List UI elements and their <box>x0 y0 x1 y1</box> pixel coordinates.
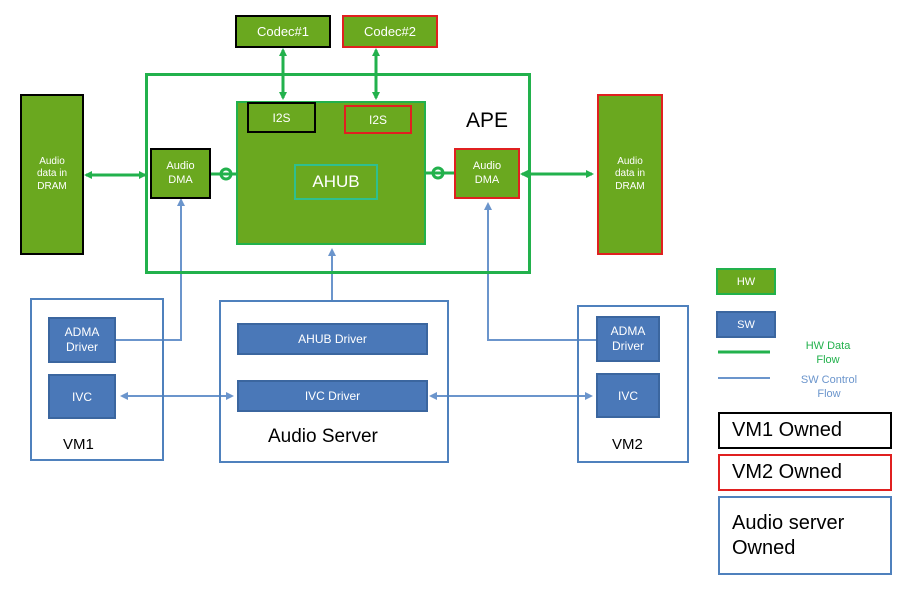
i2s-right-box: I2S <box>344 105 412 134</box>
legend-server-owned: Audio server Owned <box>718 496 892 575</box>
dram-right: Audio data in DRAM <box>597 94 663 255</box>
i2s-left-box: I2S <box>247 102 316 133</box>
legend-sw-swatch: SW <box>716 311 776 338</box>
legend-vm1-owned: VM1 Owned <box>718 412 892 449</box>
audio-dma-right: Audio DMA <box>454 148 520 199</box>
ape-frame <box>145 73 531 274</box>
codec2-box: Codec#2 <box>342 15 438 48</box>
vm1-adma-control-flow <box>116 198 185 341</box>
vm2-adma-driver: ADMA Driver <box>596 316 660 362</box>
legend-hw-flow-label: HW Data Flow <box>805 340 851 366</box>
vm2-frame <box>577 305 689 463</box>
legend-hw-swatch: HW <box>716 268 776 295</box>
ahub-driver: AHUB Driver <box>237 323 428 355</box>
ape-label: APE <box>466 109 509 132</box>
vm2-ivc: IVC <box>596 373 660 418</box>
codec1-box: Codec#1 <box>235 15 331 48</box>
legend-vm2-owned: VM2 Owned <box>718 454 892 491</box>
vm1-label: VM1 <box>63 436 94 453</box>
ahub-label-box: AHUB <box>294 164 378 200</box>
dram-left: Audio data in DRAM <box>20 94 84 255</box>
vm2-adma-control-flow <box>484 202 596 341</box>
vm1-ivc: IVC <box>48 374 116 419</box>
legend-sw-flow-label: SW Control Flow <box>800 374 858 400</box>
dma-left-ahub-joint <box>219 167 233 181</box>
audio-server-label: Audio Server <box>268 426 378 447</box>
ivc-driver: IVC Driver <box>237 380 428 412</box>
audio-dma-left: Audio DMA <box>150 148 211 199</box>
ahub-dma-right-joint <box>431 166 445 180</box>
audio-server-frame <box>219 300 449 463</box>
vm1-adma-driver: ADMA Driver <box>48 317 116 363</box>
vm2-label: VM2 <box>612 436 643 453</box>
vm1-frame <box>30 298 164 461</box>
